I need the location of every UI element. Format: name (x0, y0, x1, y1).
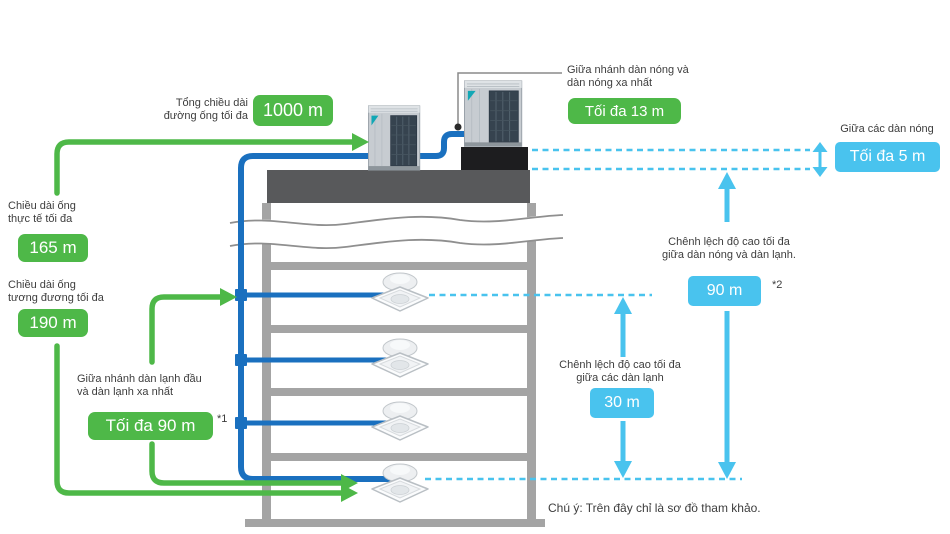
badge-height-indoor: 30 m (590, 388, 654, 418)
leader-line (454, 72, 562, 131)
label-indoor-branch: Giữa nhánh dàn lạnh đầu và dàn lạnh xa n… (77, 373, 202, 398)
footnote-2: *2 (772, 279, 783, 291)
outdoor-unit-2 (463, 80, 523, 147)
label-equivalent-pipe-length: Chiều dài ống tương đương tối đa (8, 279, 104, 304)
break-wave-bottom (229, 237, 564, 249)
badge-total-pipe-length: 1000 m (253, 95, 333, 126)
badge-height-outdoor-indoor: 90 m (688, 276, 761, 306)
reference-note: Chú ý: Trên đây chỉ là sơ đồ tham khảo. (548, 501, 761, 515)
height-90m-arrow (718, 172, 736, 479)
badge-equivalent-pipe-length: 190 m (18, 309, 88, 337)
floor-slab (262, 388, 536, 396)
outdoor-unit-pedestal (461, 147, 528, 172)
main-pipe (238, 131, 473, 482)
badge-outdoor-branch: Tối đa 13 m (568, 98, 681, 124)
floor-slab (262, 262, 536, 270)
indoor-unit-4 (371, 463, 429, 503)
building-break (227, 214, 564, 249)
label-height-indoor: Chênh lệch độ cao tối đa giữa các dàn lạ… (559, 359, 681, 384)
datum-dashed-lines (425, 148, 810, 481)
ground-slab (245, 519, 545, 527)
label-height-outdoor-indoor: Chênh lệch độ cao tối đa giữa dàn nóng v… (662, 236, 796, 261)
label-actual-pipe-length: Chiều dài ống thực tế tối đa (8, 200, 76, 225)
label-outdoor-gap: Giữa các dàn nóng (840, 123, 934, 135)
badge-indoor-branch: Tối đa 90 m (88, 412, 213, 440)
break-wave-top (229, 214, 564, 226)
label-outdoor-branch: Giữa nhánh dàn nóng và dàn nóng xa nhất (567, 64, 689, 89)
right-column (527, 203, 536, 519)
indoor-unit-1 (371, 272, 429, 312)
measure-arrows (614, 142, 828, 479)
leader-dot (454, 123, 462, 131)
badge-outdoor-gap: Tối đa 5 m (835, 142, 940, 172)
green-annotation-lines (54, 133, 369, 502)
height-30m-arrow (614, 297, 632, 478)
total-length-line (54, 139, 355, 196)
first-branch-line-bottom (149, 441, 344, 486)
first-branch-line-top (149, 294, 223, 365)
green-arrowheads (220, 133, 369, 502)
equivalent-length-line (54, 343, 344, 496)
refnet-joints (235, 289, 247, 429)
footnote-1: *1 (217, 413, 228, 425)
refrigerant-piping (235, 131, 473, 482)
outdoor-unit-1 (367, 105, 421, 171)
floor-slab (262, 453, 536, 461)
label-total-pipe-length: Tổng chiều dài đường ống tối đa (163, 97, 248, 122)
floor-slab (262, 325, 536, 333)
outdoor-gap-arrow (812, 142, 828, 177)
badge-actual-pipe-length: 165 m (18, 234, 88, 262)
roof-slab (267, 170, 530, 203)
